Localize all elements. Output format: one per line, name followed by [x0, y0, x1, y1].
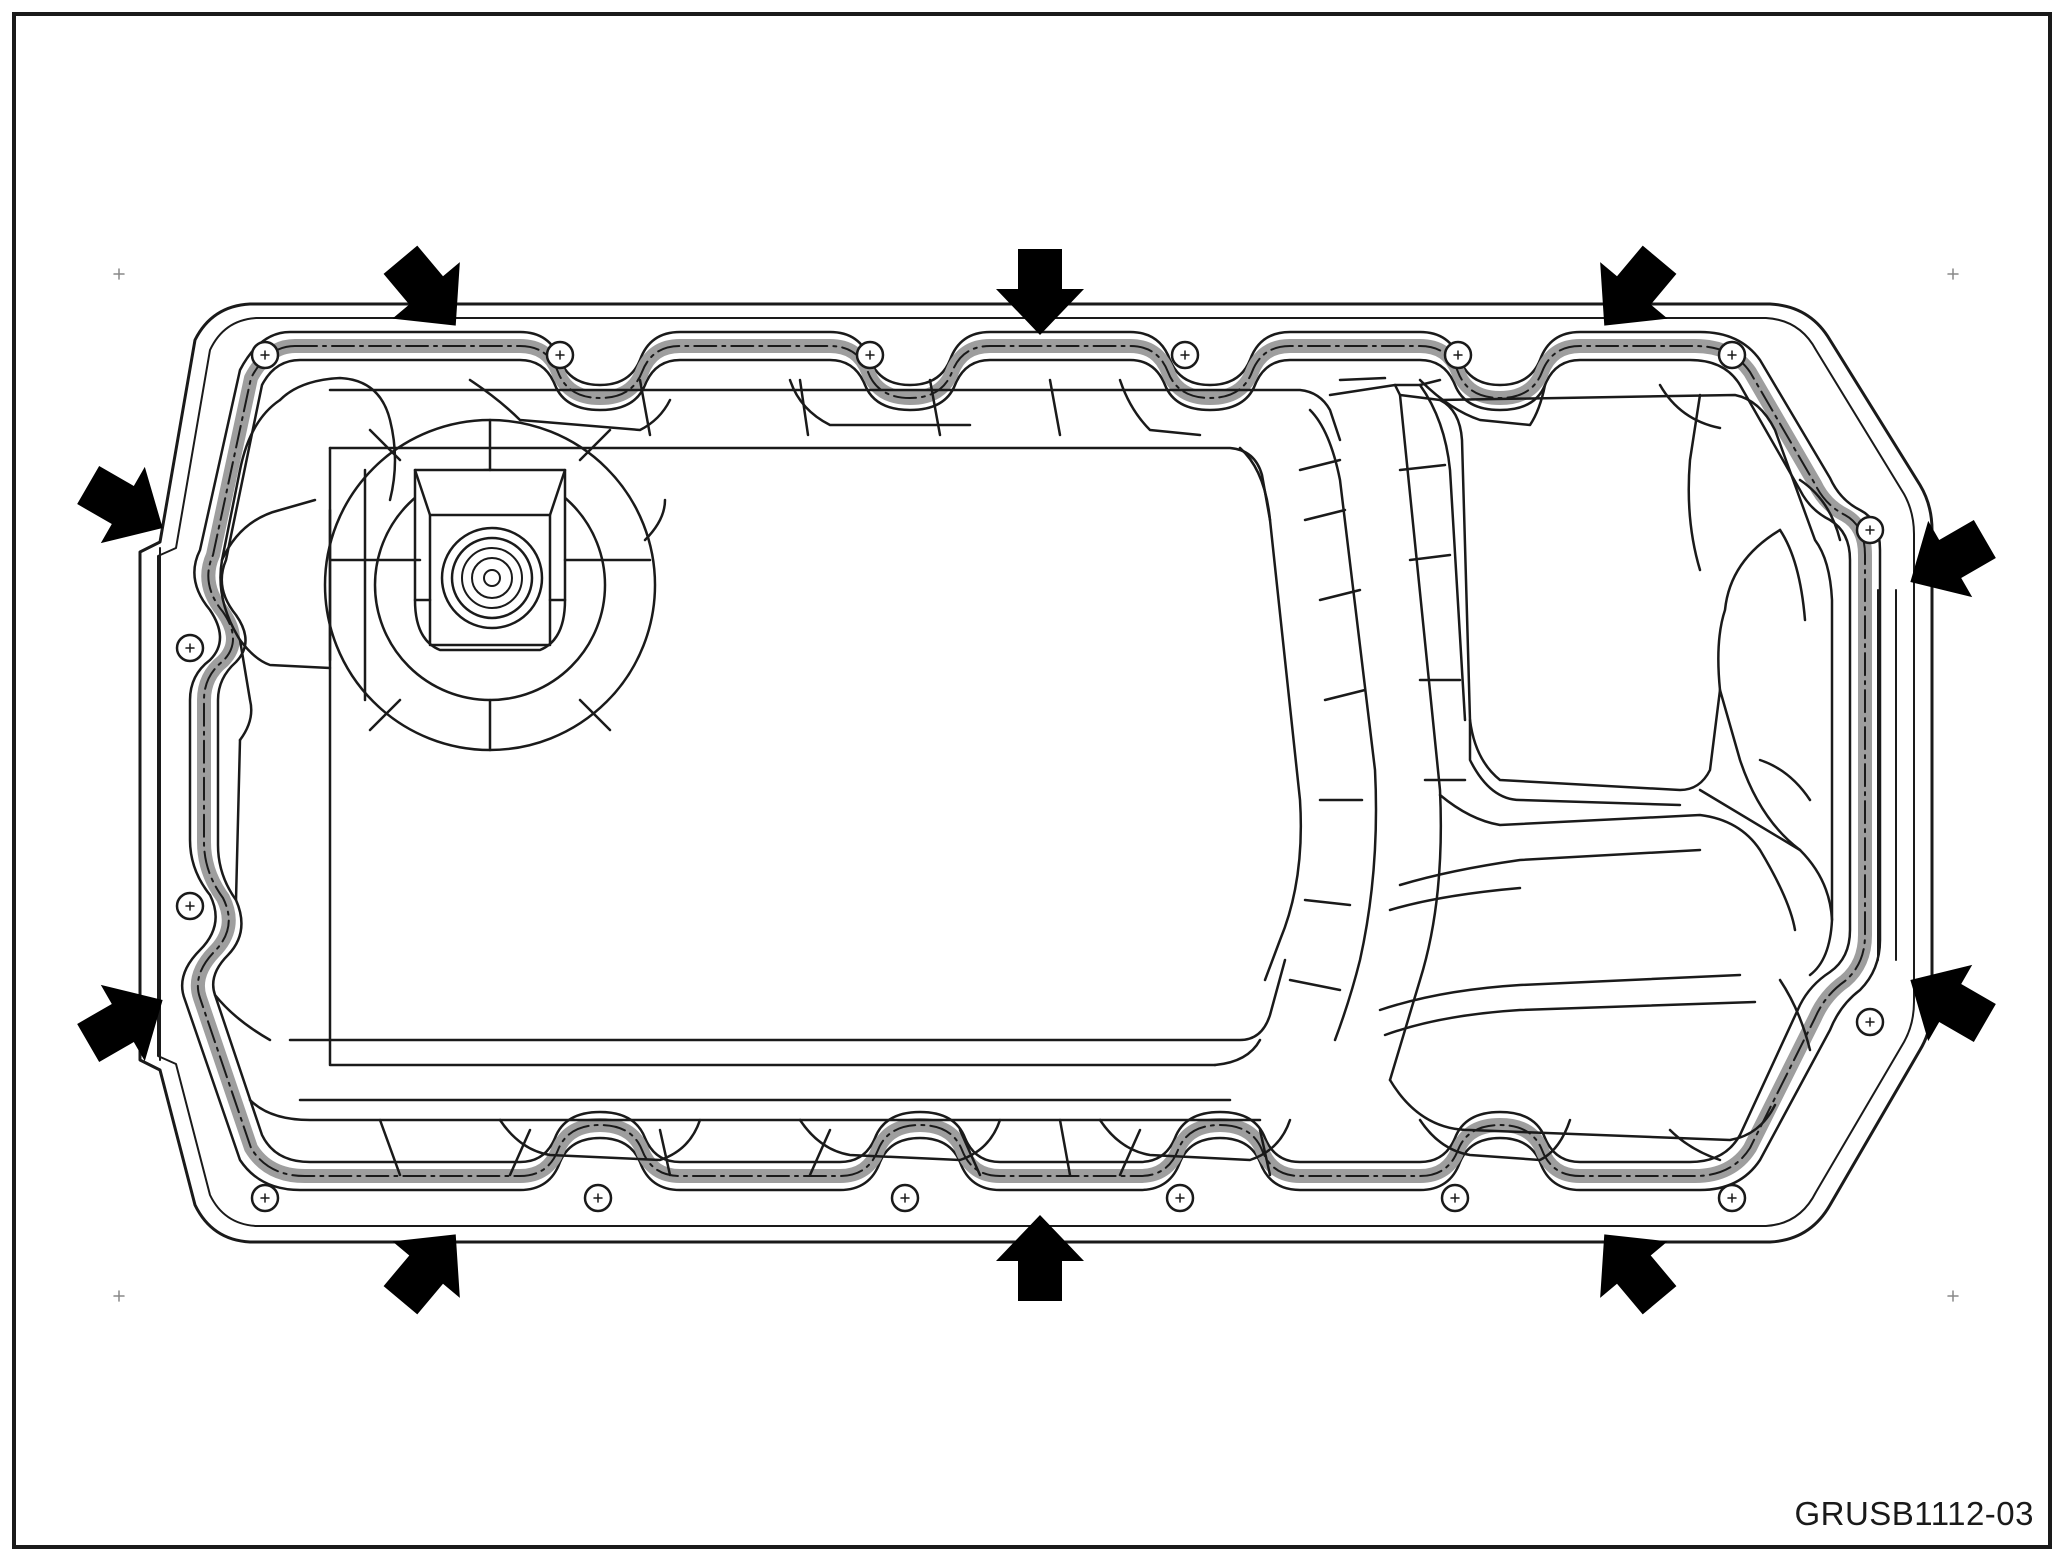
arrow-icon — [77, 465, 163, 544]
figure-code: GRUSB1112-03 — [1794, 1495, 2034, 1532]
bolt-holes — [175, 340, 1885, 1213]
arrow-icon — [383, 245, 460, 326]
bolt-hole — [1855, 515, 1885, 545]
bolt-hole — [545, 340, 575, 370]
bolt-hole — [1717, 340, 1747, 370]
arrow-icon — [383, 1234, 460, 1315]
bolt-hole — [175, 633, 205, 663]
bolt-hole — [1717, 1183, 1747, 1213]
bolt-hole — [1855, 1007, 1885, 1037]
arrow-icon — [1910, 519, 1996, 598]
drain-plug-boss — [323, 418, 667, 752]
arrow-icon — [1600, 1234, 1677, 1315]
bolt-hole — [855, 340, 885, 370]
bolt-hole — [1165, 1183, 1195, 1213]
arrow-icon — [77, 984, 163, 1063]
sealant-bead — [190, 339, 1872, 1183]
arrow-icon — [1600, 245, 1677, 326]
bolt-hole — [250, 340, 280, 370]
registration-marks — [113, 268, 1959, 1302]
gasket-groove — [180, 330, 1882, 1192]
arrow-icon — [996, 249, 1084, 335]
bolt-hole — [890, 1183, 920, 1213]
bolt-hole — [1440, 1183, 1470, 1213]
bolt-hole — [1170, 340, 1200, 370]
arrow-icon — [996, 1215, 1084, 1301]
pan-flange — [138, 302, 1934, 1244]
bolt-hole — [175, 891, 205, 921]
pan-body — [213, 376, 1842, 1177]
arrow-icon — [1910, 964, 1996, 1043]
sealant-arrows — [77, 245, 1996, 1315]
bolt-hole — [583, 1183, 613, 1213]
bolt-hole — [1443, 340, 1473, 370]
bolt-hole — [250, 1183, 280, 1213]
